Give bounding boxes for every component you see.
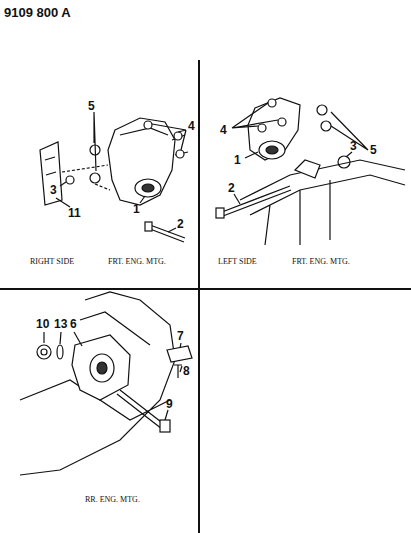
view-caption: FRT. ENG. MTG.: [292, 258, 350, 266]
callout-number: 5: [88, 100, 95, 112]
callout-number: 4: [220, 124, 227, 136]
right-front-mount: [40, 112, 188, 242]
view-caption: LEFT SIDE: [218, 258, 257, 266]
callout-number: 13: [54, 318, 67, 330]
callout-number: 3: [50, 184, 57, 196]
callout-number: 6: [70, 318, 77, 330]
callout-number: 9: [166, 398, 173, 410]
callout-number: 2: [228, 182, 235, 194]
callout-number: 7: [177, 330, 184, 342]
callout-number: 5: [370, 144, 377, 156]
left-front-mount: [216, 98, 405, 245]
callout-number: 3: [350, 140, 357, 152]
view-caption: RR. ENG. MTG.: [85, 496, 140, 504]
callout-number: 8: [183, 365, 190, 377]
callout-number: 11: [68, 207, 81, 219]
view-caption: FRT. ENG. MTG.: [108, 258, 166, 266]
callout-number: 10: [36, 318, 49, 330]
figure-code: 9109 800 A: [4, 6, 71, 19]
rear-mount: [20, 292, 192, 475]
view-caption: RIGHT SIDE: [30, 258, 74, 266]
callout-number: 1: [133, 203, 140, 215]
callout-number: 2: [177, 218, 184, 230]
callout-number: 4: [188, 120, 195, 132]
callout-number: 1: [234, 154, 241, 166]
